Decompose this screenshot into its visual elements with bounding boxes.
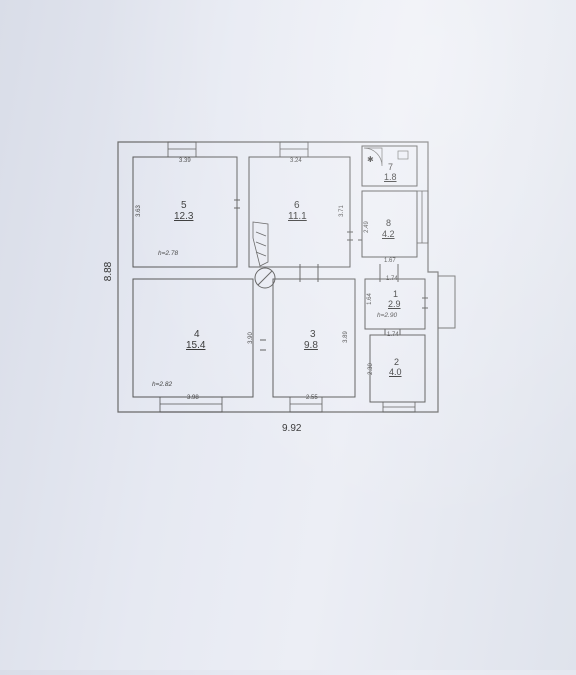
room-6-number: 6	[294, 200, 300, 211]
outer-wall	[117, 141, 439, 413]
dim-r6-width: 3.24	[290, 158, 302, 164]
dim-r4-width: 3.98	[187, 395, 199, 401]
room-2-number: 2	[394, 357, 400, 367]
room-7-area: 1.8	[384, 172, 397, 182]
room-1-area: 2.9	[388, 299, 401, 309]
room-8-number: 8	[386, 218, 392, 228]
dim-r2-height: 2.30	[367, 363, 374, 375]
bath-fixture	[363, 147, 409, 167]
dim-r1-height: 1.64	[366, 293, 373, 305]
stove-circle	[254, 267, 276, 289]
doors	[234, 199, 428, 351]
height-room-4: h=2.82	[152, 381, 173, 388]
room-1-outline	[364, 278, 426, 330]
room-5-number: 5	[181, 200, 187, 211]
room-7-outline	[361, 145, 418, 187]
room-3-number: 3	[310, 329, 316, 340]
room-4-outline	[132, 278, 254, 398]
dim-r8-height: 2.49	[363, 221, 370, 233]
dim-r3-height: 3.89	[342, 331, 349, 343]
dim-r5-width: 3.39	[179, 158, 191, 164]
room-8-area: 4.2	[382, 229, 395, 239]
overall-height: 8.88	[103, 261, 115, 282]
dim-r4-height: 3.90	[247, 332, 254, 344]
stairs-element	[252, 221, 269, 267]
dim-r1-width-bottom: 1.74	[387, 332, 399, 338]
room-3-area: 9.8	[304, 340, 318, 351]
height-room-1: h=2.90	[377, 312, 398, 319]
room-2-area: 4.0	[389, 367, 402, 377]
sun-icon: ✱	[367, 155, 374, 164]
dim-r6-height: 3.71	[338, 205, 345, 217]
overall-width: 9.92	[282, 423, 302, 434]
windows	[159, 141, 429, 413]
room-1-number: 1	[393, 289, 399, 299]
room-4-area: 15.4	[186, 340, 206, 351]
room-6-area: 11.1	[288, 211, 307, 222]
dim-r8-width: 1.67	[384, 258, 396, 264]
room-4-number: 4	[194, 329, 200, 340]
porch-annex	[437, 275, 456, 329]
height-room-5: h=2.78	[158, 250, 179, 257]
dim-r3-width: 2.55	[306, 395, 318, 401]
room-7-number: 7	[388, 162, 394, 172]
dim-r1-width-top: 1.74	[386, 276, 398, 282]
room-5-area: 12.3	[174, 211, 194, 222]
dim-r5-height: 3.63	[135, 205, 142, 217]
